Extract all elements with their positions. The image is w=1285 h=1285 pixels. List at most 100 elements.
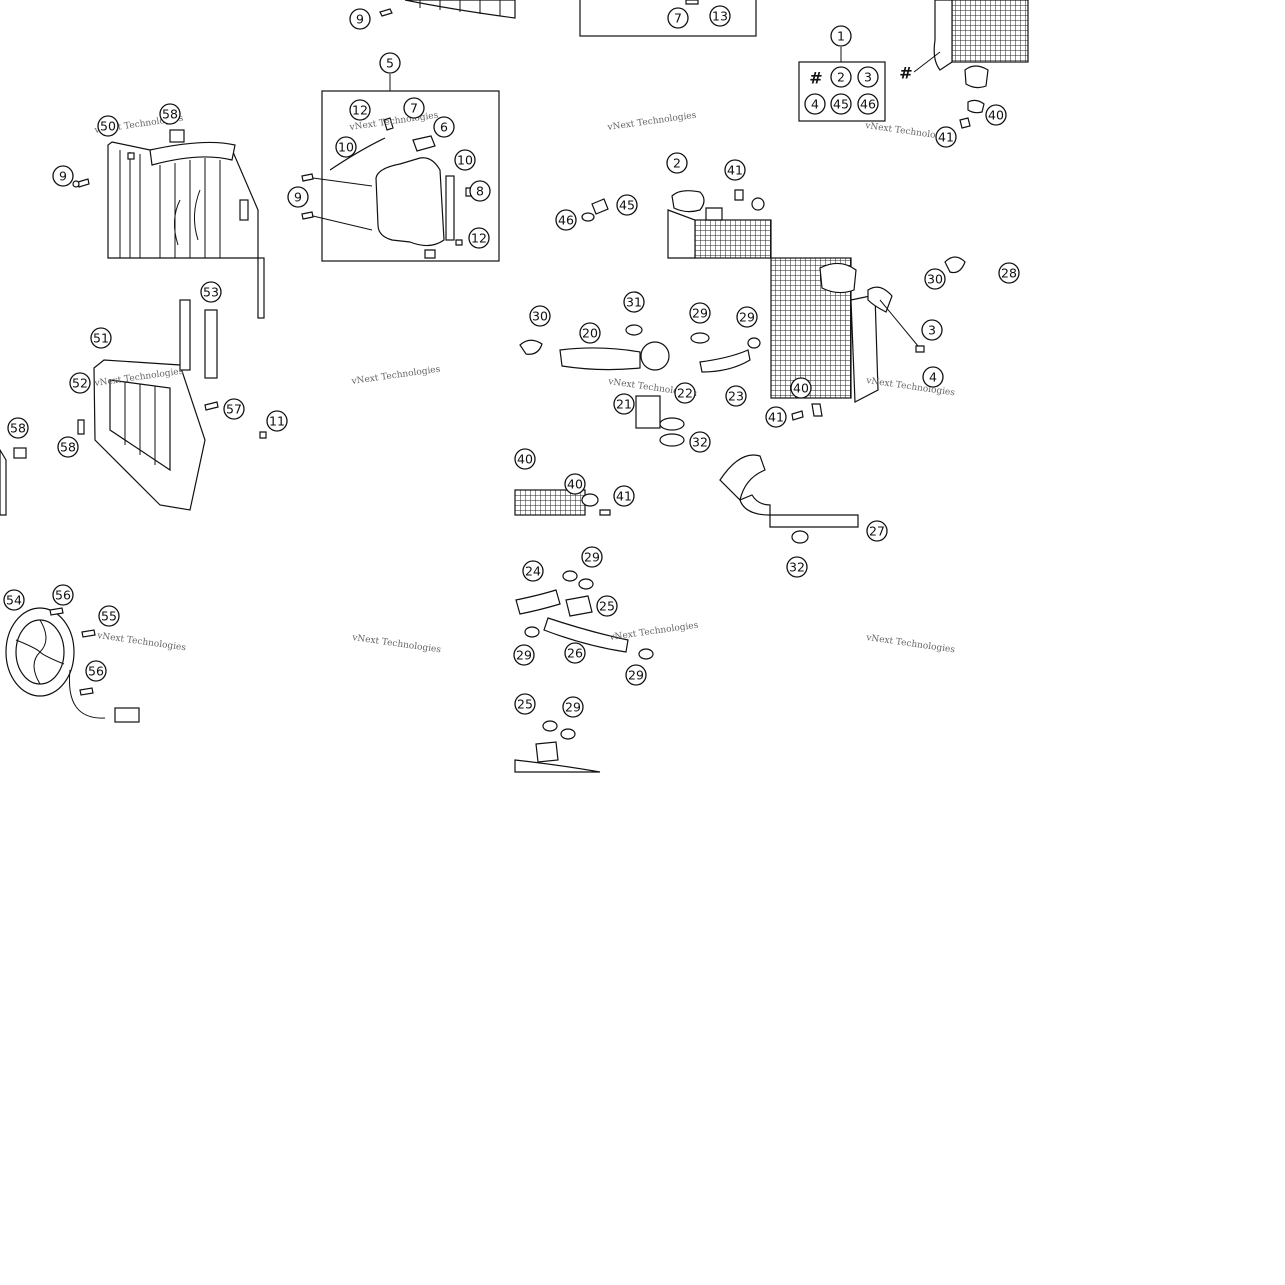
callout-circle bbox=[689, 302, 711, 324]
radiator-shroud bbox=[72, 129, 259, 259]
callout-circle bbox=[786, 556, 808, 578]
callout-number: 8 bbox=[476, 184, 484, 199]
part-callout-40: 40 bbox=[985, 104, 1007, 126]
callout-circle bbox=[52, 584, 74, 606]
svg-text:2: 2 bbox=[837, 70, 845, 85]
callout-number: 4 bbox=[929, 370, 937, 385]
part-callout-30: 30 bbox=[529, 305, 551, 327]
callout-number: 57 bbox=[226, 402, 242, 417]
part-callout-57: 57 bbox=[223, 398, 245, 420]
callout-circle bbox=[924, 268, 946, 290]
callout-circle bbox=[454, 149, 476, 171]
part-callout-20: 20 bbox=[579, 322, 601, 344]
callout-circle bbox=[7, 417, 29, 439]
part-callout-9: 9 bbox=[349, 8, 371, 30]
callout-number: 9 bbox=[59, 169, 67, 184]
cap-and-switch bbox=[581, 189, 765, 222]
part-callout-52: 52 bbox=[69, 372, 91, 394]
callout-number: 23 bbox=[728, 389, 744, 404]
hoses-middle bbox=[514, 324, 771, 516]
callout-number: 32 bbox=[692, 435, 708, 450]
callout-circle bbox=[223, 398, 245, 420]
callout-circle bbox=[581, 546, 603, 568]
radiator-right-main bbox=[770, 256, 966, 421]
callout-number: 20 bbox=[582, 326, 598, 341]
radiator-hash-mark: # bbox=[899, 64, 912, 83]
callout-circle bbox=[562, 696, 584, 718]
radiator-left-fragment bbox=[667, 207, 772, 259]
callout-circle bbox=[403, 97, 425, 119]
callout-number: 25 bbox=[517, 697, 533, 712]
callout-circle bbox=[866, 520, 888, 542]
callout-circle bbox=[596, 595, 618, 617]
callout-number: 6 bbox=[440, 120, 448, 135]
callout-circle bbox=[674, 382, 696, 404]
expansion-tank-group bbox=[301, 74, 500, 262]
svg-text:3: 3 bbox=[864, 70, 872, 85]
callout-number: 58 bbox=[60, 440, 76, 455]
callout-circle bbox=[287, 186, 309, 208]
part-callout-46: 46 bbox=[555, 209, 577, 231]
part-callout-29: 29 bbox=[736, 306, 758, 328]
callout-number: 54 bbox=[6, 593, 22, 608]
part-callout-5: 5 bbox=[379, 52, 401, 74]
part-callout-41: 41 bbox=[613, 485, 635, 507]
callout-number: 11 bbox=[269, 414, 285, 429]
callout-number: 30 bbox=[532, 309, 548, 324]
callout-number: 21 bbox=[616, 397, 632, 412]
callout-circle bbox=[266, 410, 288, 432]
part-callout-21: 21 bbox=[613, 393, 635, 415]
callout-number: 55 bbox=[101, 609, 117, 624]
callout-circle bbox=[689, 431, 711, 453]
part-callout-53: 53 bbox=[200, 281, 222, 303]
part-callout-56: 56 bbox=[52, 584, 74, 606]
callout-number: 29 bbox=[584, 550, 600, 565]
callout-circle bbox=[736, 306, 758, 328]
watermark: vNext Technologies bbox=[351, 633, 442, 656]
part-callout-2: 2 bbox=[666, 152, 688, 174]
callout-number: 12 bbox=[471, 231, 487, 246]
callout-circle bbox=[468, 227, 490, 249]
part-callout-24: 24 bbox=[522, 560, 544, 582]
part-callout-7: 7 bbox=[403, 97, 425, 119]
callout-circle bbox=[790, 377, 812, 399]
callout-circle bbox=[666, 152, 688, 174]
watermark: vNext Technologies bbox=[350, 365, 441, 388]
callout-number: 13 bbox=[712, 9, 728, 24]
svg-text:46: 46 bbox=[860, 97, 876, 112]
callout-circle bbox=[564, 642, 586, 664]
callout-number: 41 bbox=[938, 130, 954, 145]
callout-number: 41 bbox=[727, 163, 743, 178]
part-callout-12: 12 bbox=[349, 99, 371, 121]
callout-number: 40 bbox=[988, 108, 1004, 123]
shroud-fragment-top bbox=[379, 0, 516, 19]
callout-number: 9 bbox=[294, 190, 302, 205]
part-callout-22: 22 bbox=[674, 382, 696, 404]
part-callout-13: 13 bbox=[709, 5, 731, 27]
callout-number: 10 bbox=[457, 153, 473, 168]
part-callout-32: 32 bbox=[786, 556, 808, 578]
callout-circle bbox=[921, 319, 943, 341]
callout-number: 29 bbox=[628, 668, 644, 683]
part-callout-12: 12 bbox=[468, 227, 490, 249]
part-callout-29: 29 bbox=[513, 644, 535, 666]
svg-text:4: 4 bbox=[811, 97, 819, 112]
callout-circle bbox=[52, 165, 74, 187]
part-callout-27: 27 bbox=[866, 520, 888, 542]
callout-circle bbox=[97, 115, 119, 137]
callout-circle bbox=[469, 180, 491, 202]
part-callout-25: 25 bbox=[596, 595, 618, 617]
kit-box-fragment bbox=[579, 0, 757, 37]
part-callout-1: 1 bbox=[830, 25, 852, 47]
callout-number: 26 bbox=[567, 646, 583, 661]
callout-circle bbox=[349, 8, 371, 30]
callout-circle bbox=[623, 291, 645, 313]
radiator-right-top bbox=[913, 0, 1029, 129]
callout-circle bbox=[57, 436, 79, 458]
callout-number: 56 bbox=[88, 664, 104, 679]
callout-circle bbox=[724, 159, 746, 181]
callout-number: 30 bbox=[927, 272, 943, 287]
callout-number: 3 bbox=[928, 323, 936, 338]
part-callout-56: 56 bbox=[85, 660, 107, 682]
watermark: vNext Technologies bbox=[606, 111, 697, 134]
